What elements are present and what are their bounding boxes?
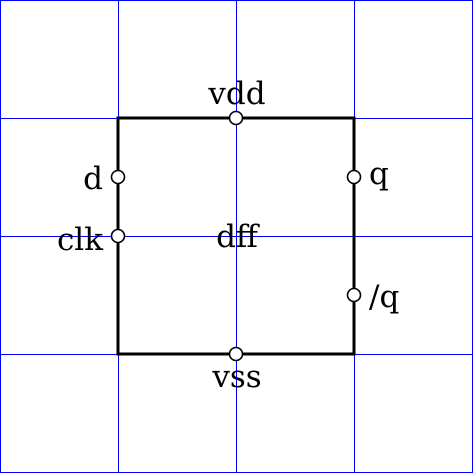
pin-qbar[interactable] — [346, 287, 362, 303]
pin-q[interactable] — [346, 169, 362, 185]
pin-vdd[interactable] — [228, 110, 244, 126]
pin-label-clk: clk — [57, 222, 103, 258]
block-name-label: dff — [216, 219, 260, 255]
pin-label-qbar: /q — [369, 279, 399, 315]
pin-vss[interactable] — [228, 346, 244, 362]
pin-label-d: d — [83, 161, 103, 197]
pin-clk[interactable] — [110, 228, 126, 244]
pin-label-vss: vss — [211, 359, 261, 395]
pin-d[interactable] — [110, 169, 126, 185]
pin-label-vdd: vdd — [207, 76, 265, 112]
pin-label-q: q — [369, 156, 389, 192]
